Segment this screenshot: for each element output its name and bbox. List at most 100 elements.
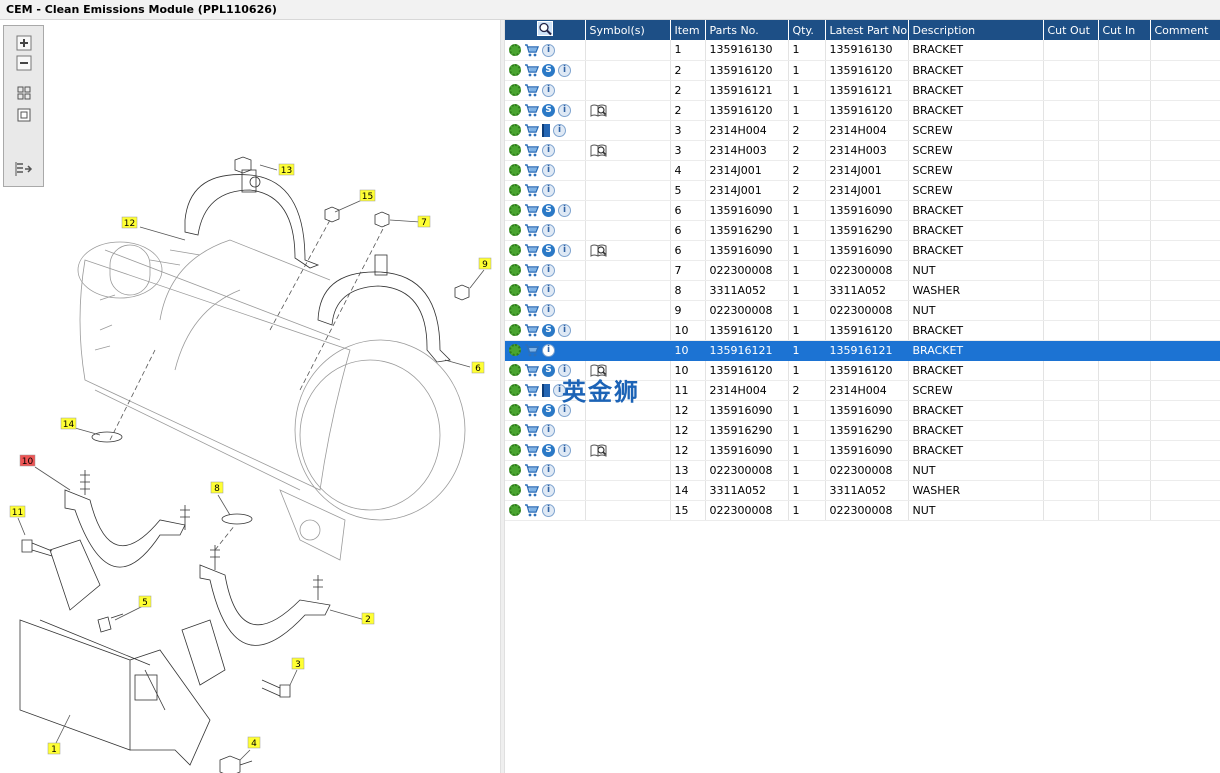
cart-icon[interactable] (524, 284, 539, 297)
gear-icon[interactable] (509, 164, 521, 177)
toggle-list-button[interactable] (14, 160, 34, 178)
gear-icon[interactable] (509, 124, 521, 137)
cart-icon[interactable] (524, 164, 539, 177)
gear-icon[interactable] (509, 144, 521, 157)
callout-14[interactable]: 14 (60, 417, 77, 430)
gear-icon[interactable] (509, 224, 521, 237)
callout-11[interactable]: 11 (9, 505, 26, 518)
book-icon[interactable] (542, 123, 550, 137)
cart-icon[interactable] (524, 324, 539, 337)
gear-icon[interactable] (509, 204, 521, 217)
callout-6[interactable]: 6 (471, 361, 485, 374)
gear-icon[interactable] (509, 244, 521, 257)
book-magnifier-icon[interactable] (590, 104, 607, 117)
cart-icon[interactable] (524, 204, 539, 217)
column-header-parts-no[interactable]: Parts No. (705, 20, 789, 40)
cart-icon[interactable] (524, 43, 539, 57)
cart-icon[interactable] (524, 64, 539, 77)
callout-2[interactable]: 2 (361, 612, 375, 625)
cart-icon[interactable] (524, 404, 539, 417)
diagram-pane[interactable]: 13 15 12 7 9 6 14 10 8 11 5 2 3 4 1 (0, 20, 500, 773)
gear-icon[interactable] (509, 404, 521, 417)
book-icon[interactable] (542, 383, 550, 397)
supersession-icon[interactable]: S (542, 443, 555, 457)
gear-icon[interactable] (509, 104, 521, 117)
info-icon[interactable]: i (558, 403, 571, 417)
gear-icon[interactable] (509, 344, 521, 357)
fit-all-button[interactable] (14, 84, 34, 102)
cart-icon[interactable] (524, 344, 539, 357)
callout-7[interactable]: 7 (417, 215, 431, 228)
cart-icon[interactable] (524, 364, 539, 377)
callout-12[interactable]: 12 (121, 216, 138, 229)
supersession-icon[interactable]: S (542, 323, 555, 337)
supersession-icon[interactable]: S (542, 243, 555, 257)
gear-icon[interactable] (509, 364, 521, 377)
book-magnifier-icon[interactable] (590, 444, 607, 457)
column-header-qty[interactable]: Qty. (788, 20, 826, 40)
supersession-icon[interactable]: S (542, 403, 555, 417)
book-magnifier-icon[interactable] (590, 364, 607, 377)
pane-splitter[interactable] (500, 20, 505, 773)
supersession-icon[interactable]: S (542, 63, 555, 77)
info-icon[interactable]: i (558, 323, 571, 337)
info-icon[interactable]: i (558, 203, 571, 217)
info-icon[interactable]: i (542, 303, 555, 317)
info-icon[interactable]: i (542, 263, 555, 277)
book-magnifier-icon[interactable] (590, 244, 607, 257)
gear-icon[interactable] (509, 284, 521, 297)
info-icon[interactable]: i (542, 423, 555, 437)
cart-icon[interactable] (524, 264, 539, 277)
cart-icon[interactable] (524, 184, 539, 197)
column-header-comment[interactable]: Comment (1150, 20, 1220, 40)
info-icon[interactable]: i (542, 43, 555, 57)
gear-icon[interactable] (509, 84, 521, 97)
cart-icon[interactable] (524, 124, 539, 137)
info-icon[interactable]: i (542, 223, 555, 237)
info-icon[interactable]: i (542, 163, 555, 177)
info-icon[interactable]: i (542, 183, 555, 197)
info-icon[interactable]: i (542, 143, 555, 157)
cart-icon[interactable] (524, 224, 539, 237)
gear-icon[interactable] (509, 384, 521, 397)
column-header-cut-in[interactable]: Cut In (1098, 20, 1151, 40)
callout-10[interactable]: 10 (19, 454, 36, 467)
cart-icon[interactable] (524, 144, 539, 157)
zoom-out-button[interactable] (14, 54, 34, 72)
search-column-header[interactable] (505, 20, 586, 40)
info-icon[interactable]: i (542, 463, 555, 477)
info-icon[interactable]: i (558, 63, 571, 77)
gear-icon[interactable] (509, 504, 521, 517)
cart-icon[interactable] (524, 464, 539, 477)
callout-15[interactable]: 15 (359, 189, 376, 202)
cart-icon[interactable] (524, 444, 539, 457)
gear-icon[interactable] (509, 424, 521, 437)
info-icon[interactable]: i (542, 343, 555, 357)
gear-icon[interactable] (509, 304, 521, 317)
info-icon[interactable]: i (542, 83, 555, 97)
callout-8[interactable]: 8 (210, 481, 224, 494)
info-icon[interactable]: i (558, 243, 571, 257)
info-icon[interactable]: i (558, 443, 571, 457)
gear-icon[interactable] (509, 324, 521, 337)
callout-3[interactable]: 3 (291, 657, 305, 670)
info-icon[interactable]: i (553, 383, 566, 397)
